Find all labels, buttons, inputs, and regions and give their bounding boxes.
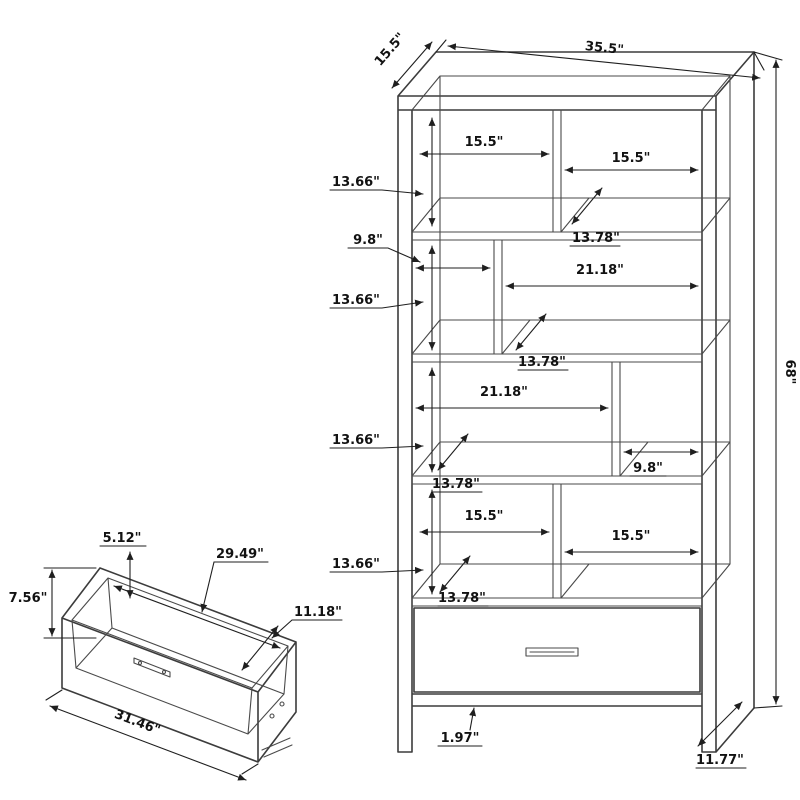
dimension-labels: 35.5" 15.5" 68" 15.5" 15.5" 13.66" 13.78… [9, 30, 797, 768]
dim-label-row4-height: 13.66" [332, 557, 380, 572]
dimension-lines [43, 39, 783, 781]
leader-drawer-interior-width [271, 619, 343, 639]
dim-label-leg-depth: 11.77" [696, 753, 744, 768]
dim-label-drawer-height: 7.56" [9, 591, 48, 606]
dim-label-overall-width: 35.5" [584, 39, 624, 58]
dim-arrow-row3-depth [437, 433, 469, 471]
dim-label-row2-open: 21.18" [576, 263, 624, 278]
dim-label-drawer-front-height: 5.12" [103, 531, 142, 546]
leader-row1-height [329, 189, 424, 197]
dim-label-row3-depth: 13.78" [432, 477, 480, 492]
drawer-drawing [61, 567, 297, 763]
leader-base-height [469, 707, 477, 731]
dim-arrow-row2-depth [515, 313, 547, 351]
extension-lines-drawer [43, 567, 259, 775]
bookcase-drawer-front [413, 607, 701, 693]
drawer-handle-screw-left [137, 660, 143, 666]
dim-label-row3-cubby: 9.8" [633, 461, 663, 476]
dim-label-row1-depth: 13.78" [572, 231, 620, 246]
dim-arrow-overall-width [447, 43, 761, 81]
dim-label-drawer-interior-length: 29.49" [216, 547, 264, 562]
leader-row2-height [329, 299, 424, 309]
leader-row2-cubby [347, 247, 421, 263]
drawer-box-interior [71, 577, 289, 735]
bookcase-drawer-handle [525, 647, 579, 657]
dim-label-row1-height: 13.66" [332, 175, 380, 190]
drawer-handle [133, 657, 171, 678]
dim-label-row1-right: 15.5" [612, 151, 651, 166]
dim-label-base-height: 1.97" [441, 731, 480, 746]
dim-label-row4-left: 15.5" [465, 509, 504, 524]
drawer-box-outer [61, 567, 297, 763]
leader-row3-height [329, 442, 424, 450]
drawer-slide-rail [261, 737, 293, 758]
bookcase-drawing [397, 51, 755, 753]
dim-label-row4-right: 15.5" [612, 529, 651, 544]
bookcase-shelves [411, 197, 731, 607]
leader-drawer-interior-length [200, 561, 269, 613]
drawer-handle-screw-right [161, 669, 167, 675]
dim-label-row2-height: 13.66" [332, 293, 380, 308]
dim-label-row3-height: 13.66" [332, 433, 380, 448]
drawer-side-screw-bottom [269, 713, 275, 719]
dim-label-row2-cubby: 9.8" [353, 233, 383, 248]
drawer-side-screw-top [279, 701, 285, 707]
dim-arrow-drawer-width [49, 705, 247, 781]
dim-label-row4-depth: 13.78" [438, 591, 486, 606]
dim-label-drawer-interior-width: 11.18" [294, 605, 342, 620]
dim-label-overall-depth: 15.5" [372, 30, 409, 69]
leader-row4-height [329, 566, 424, 574]
dim-label-row3-open: 21.18" [480, 385, 528, 400]
dim-arrow-overall-depth [391, 41, 433, 89]
dim-label-overall-height: 68" [782, 360, 797, 385]
dim-arrow-leg-depth [697, 701, 743, 747]
dim-label-drawer-width: 31.46" [112, 707, 162, 738]
dim-arrow-row4-depth [439, 555, 471, 593]
dim-label-row1-left: 15.5" [465, 135, 504, 150]
dim-arrow-row1-depth [571, 187, 603, 225]
dim-label-row2-depth: 13.78" [518, 355, 566, 370]
label-underlines [99, 245, 747, 769]
